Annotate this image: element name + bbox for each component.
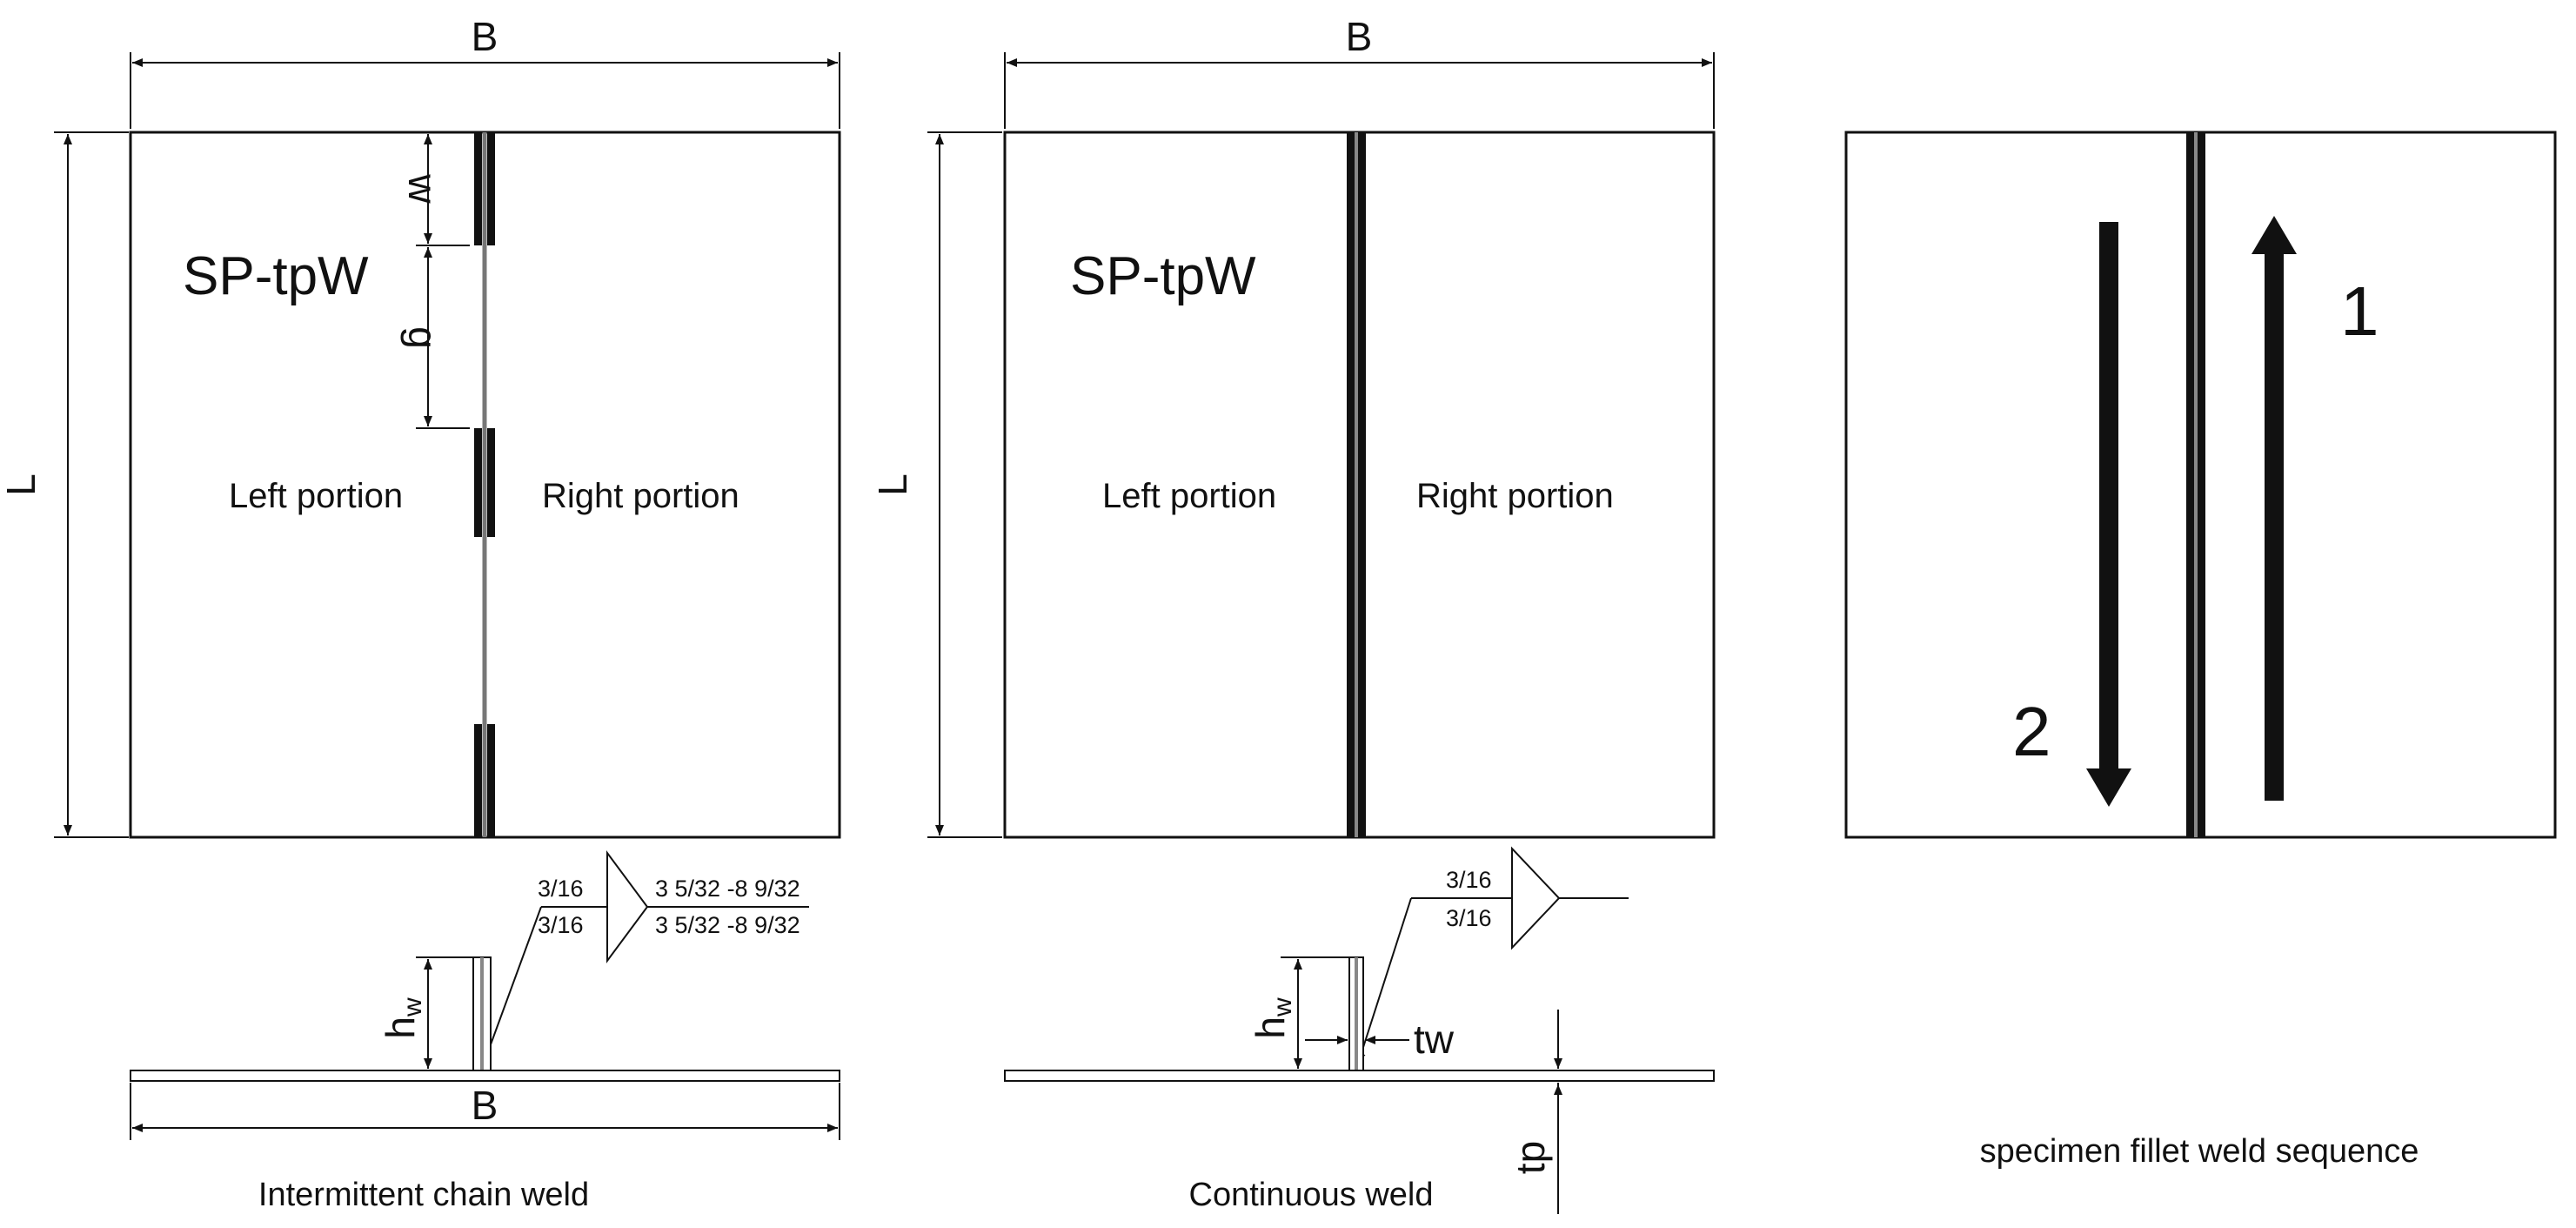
panel-continuous-weld: B L SP-tpW Left portion Right portion 3/… [870, 14, 1716, 1214]
weld-segment [487, 428, 495, 537]
fillet-weld-triangle-icon [1511, 846, 1561, 950]
panel-intermittent-weld: B L w g SP-tpW [0, 14, 841, 1213]
weld-bead [1347, 132, 1355, 837]
weld-size-bottom: 3/16 [538, 912, 584, 938]
weld-segment [487, 724, 495, 837]
caption-continuous: Continuous weld [1189, 1177, 1434, 1213]
height-label: hw [1248, 997, 1297, 1039]
weld-direction-arrow-down [2086, 222, 2131, 807]
width-dimension: B [1004, 14, 1715, 129]
weld-spec-top: 3 5/32 -8 9/32 [655, 876, 800, 902]
weld-gap-line [2194, 132, 2198, 837]
width-dimension: B [130, 14, 840, 129]
weld-gap-line [1355, 957, 1358, 1070]
continuous-weld-line [1347, 132, 1366, 837]
fillet-weld-triangle-icon [606, 849, 649, 964]
left-portion-label: Left portion [229, 477, 403, 515]
sequence-step-1: 1 [2340, 272, 2379, 350]
dimension-label-g: g [400, 326, 445, 349]
cross-section: hw tw tp [1004, 956, 1715, 1214]
section-width-label: B [472, 1083, 498, 1128]
specimen-id: SP-tpW [183, 246, 369, 306]
caption-sequence: specimen fillet weld sequence [1980, 1133, 2419, 1170]
dimension-label-l: L [0, 473, 43, 496]
weld-size-top: 3/16 [1446, 867, 1492, 893]
cross-section: hw B [130, 956, 840, 1140]
leader-arrow [1356, 897, 1412, 1064]
weld-size-bottom: 3/16 [1446, 905, 1492, 931]
panel-weld-sequence: 1 2 specimen fillet weld sequence [1844, 131, 2557, 1170]
weld-segment [474, 132, 482, 245]
weld-gap-line [480, 957, 484, 1070]
length-dimension: L [0, 131, 129, 838]
dimension-label-w: w [400, 173, 445, 204]
weld-size-top: 3/16 [538, 876, 584, 902]
weld-bead [2186, 132, 2194, 837]
caption-intermittent: Intermittent chain weld [258, 1177, 589, 1213]
dimension-label-b: B [472, 14, 498, 59]
right-portion-label: Right portion [542, 477, 739, 515]
leader-arrow [483, 906, 542, 1064]
left-portion-label: Left portion [1102, 477, 1276, 515]
weld-segment [474, 724, 482, 837]
length-dimension: L [870, 131, 1002, 838]
weld-segment [487, 132, 495, 245]
web-thickness-label: tw [1414, 1017, 1455, 1062]
right-portion-label: Right portion [1416, 477, 1614, 515]
weld-spec-bottom: 3 5/32 -8 9/32 [655, 912, 800, 938]
arrow-shaft [2265, 252, 2284, 801]
weld-spacing-dimensions: w g [400, 131, 470, 429]
arrow-up-icon [2251, 216, 2297, 254]
plate-thickness-label: tp [1508, 1141, 1553, 1174]
weld-symbol: 3/16 3/16 3 5/32 -8 9/32 3 5/32 -8 9/32 [483, 849, 809, 1064]
weld-symbol: 3/16 3/16 [1356, 846, 1629, 1064]
specimen-id: SP-tpW [1070, 246, 1256, 306]
weld-direction-arrow-up [2251, 216, 2297, 801]
weld-bead [2198, 132, 2205, 837]
continuous-weld-line [2186, 132, 2205, 837]
sequence-step-2: 2 [2012, 693, 2051, 770]
base-plate [130, 1070, 840, 1082]
dimension-label-l: L [870, 473, 915, 496]
dimension-label-b: B [1346, 14, 1373, 59]
height-label: hw [378, 997, 427, 1039]
weld-segments [474, 132, 495, 837]
base-plate [1004, 1070, 1715, 1082]
arrow-down-icon [2086, 768, 2131, 807]
weld-segment [474, 428, 482, 537]
weld-gap-line [1355, 132, 1358, 837]
weld-bead [1358, 132, 1366, 837]
arrow-shaft [2099, 222, 2118, 770]
